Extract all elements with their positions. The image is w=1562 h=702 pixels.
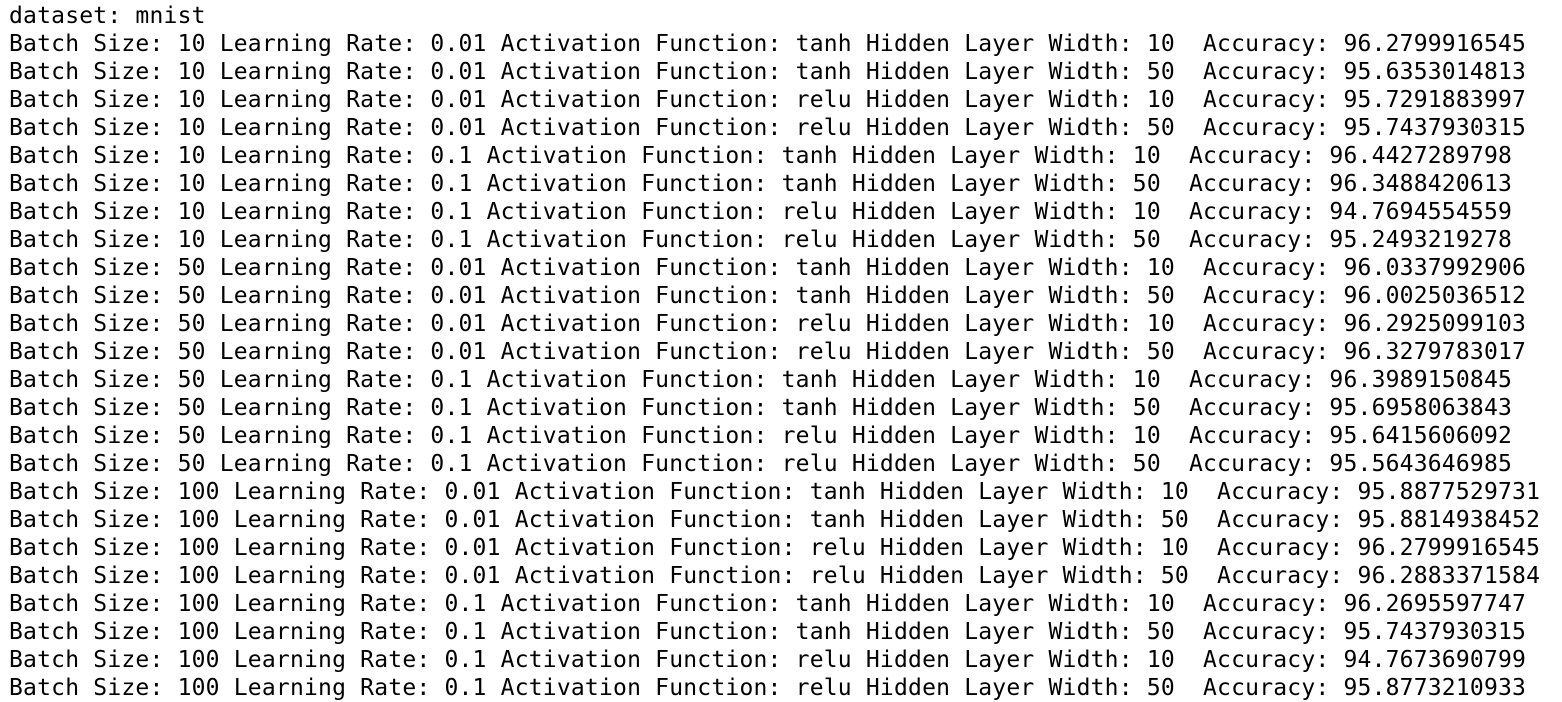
result-line: Batch Size: 50 Learning Rate: 0.1 Activa… [9,367,1513,393]
result-line: Batch Size: 10 Learning Rate: 0.01 Activ… [9,115,1527,141]
result-line: Batch Size: 100 Learning Rate: 0.1 Activ… [9,675,1527,701]
result-line: Batch Size: 50 Learning Rate: 0.1 Activa… [9,395,1513,421]
result-line: Batch Size: 100 Learning Rate: 0.1 Activ… [9,619,1527,645]
result-line: Batch Size: 100 Learning Rate: 0.01 Acti… [9,535,1541,561]
result-line: Batch Size: 10 Learning Rate: 0.1 Activa… [9,171,1513,197]
result-line: Batch Size: 50 Learning Rate: 0.01 Activ… [9,339,1527,365]
result-line: Batch Size: 100 Learning Rate: 0.01 Acti… [9,479,1541,505]
result-line: Batch Size: 50 Learning Rate: 0.01 Activ… [9,283,1527,309]
result-line: Batch Size: 50 Learning Rate: 0.1 Activa… [9,423,1513,449]
result-line: Batch Size: 100 Learning Rate: 0.1 Activ… [9,591,1527,617]
result-line: Batch Size: 10 Learning Rate: 0.01 Activ… [9,87,1527,113]
result-line: Batch Size: 50 Learning Rate: 0.01 Activ… [9,311,1527,337]
result-line: Batch Size: 10 Learning Rate: 0.01 Activ… [9,31,1527,57]
result-line: Batch Size: 50 Learning Rate: 0.01 Activ… [9,255,1527,281]
result-line: Batch Size: 10 Learning Rate: 0.01 Activ… [9,59,1527,85]
result-line: Batch Size: 100 Learning Rate: 0.01 Acti… [9,563,1541,589]
result-line: Batch Size: 10 Learning Rate: 0.1 Activa… [9,199,1513,225]
result-line: Batch Size: 50 Learning Rate: 0.1 Activa… [9,451,1513,477]
result-line: Batch Size: 10 Learning Rate: 0.1 Activa… [9,143,1513,169]
result-line: Batch Size: 100 Learning Rate: 0.1 Activ… [9,647,1527,673]
result-line: Batch Size: 10 Learning Rate: 0.1 Activa… [9,227,1513,253]
dataset-header-line: dataset: mnist [9,3,206,29]
result-line: Batch Size: 100 Learning Rate: 0.01 Acti… [9,507,1541,533]
